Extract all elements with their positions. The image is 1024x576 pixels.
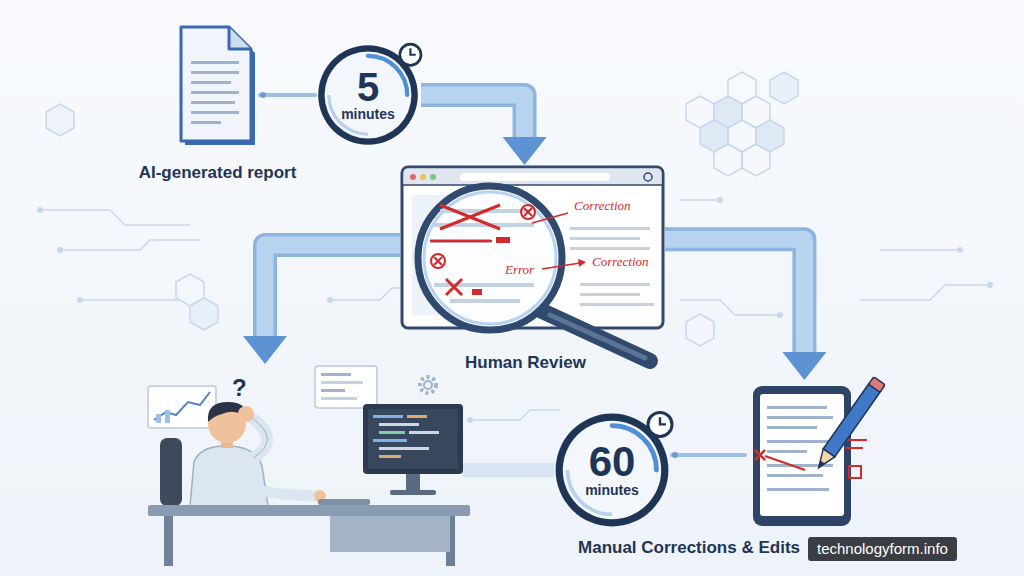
arrow-band <box>421 95 525 137</box>
time-unit: minutes <box>585 483 639 498</box>
arrow-band-core <box>421 95 525 137</box>
timer-text: 60minutes <box>552 410 672 530</box>
flow-connector <box>672 452 745 458</box>
timer-circle: 5minutes <box>315 42 421 148</box>
correction-note: Correction <box>572 198 633 214</box>
node-label: AI-generated report <box>139 163 297 182</box>
connector-dot <box>260 92 266 98</box>
edit-tablet: Manual Corrections & Edits <box>745 380 880 530</box>
label-holder: Manual Corrections & Edits <box>578 538 800 558</box>
question-mark: ? <box>232 376 247 400</box>
review-window: Human Review <box>400 165 665 330</box>
report-document: AI-generated report <box>175 25 260 150</box>
document-icon <box>175 25 260 150</box>
label-holder: Human Review <box>465 353 586 373</box>
review-to-person-arrow <box>243 245 400 364</box>
connector-dot <box>672 452 678 458</box>
label-holder: AI-generated report <box>139 163 297 183</box>
arrow-head <box>782 352 826 380</box>
timer-text: 5minutes <box>315 42 421 148</box>
monitor-to-timer-band <box>462 463 554 477</box>
flow-connector <box>260 92 315 98</box>
flow-connector <box>665 239 826 380</box>
person-at-desk <box>148 366 470 566</box>
connector-line <box>672 453 745 457</box>
time-unit: minutes <box>341 107 395 122</box>
tablet-with-pencil <box>745 380 880 530</box>
flow-connector <box>421 95 547 165</box>
hexagon-pattern <box>46 72 798 346</box>
connector-line <box>260 93 315 97</box>
arrow-head <box>503 137 547 165</box>
error-note: Error <box>503 262 536 278</box>
correction-note: Correction <box>590 254 651 270</box>
time-value: 60 <box>589 441 636 483</box>
watermark: technologyform.info <box>808 537 957 561</box>
node-label: Manual Corrections & Edits <box>578 538 800 557</box>
arrow-band <box>665 239 804 352</box>
browser-window <box>400 165 665 330</box>
timer-circle: 60minutes <box>552 410 672 530</box>
arrow-band-core <box>665 239 804 352</box>
node-label: Human Review <box>465 353 586 372</box>
time-value: 5 <box>357 67 379 107</box>
